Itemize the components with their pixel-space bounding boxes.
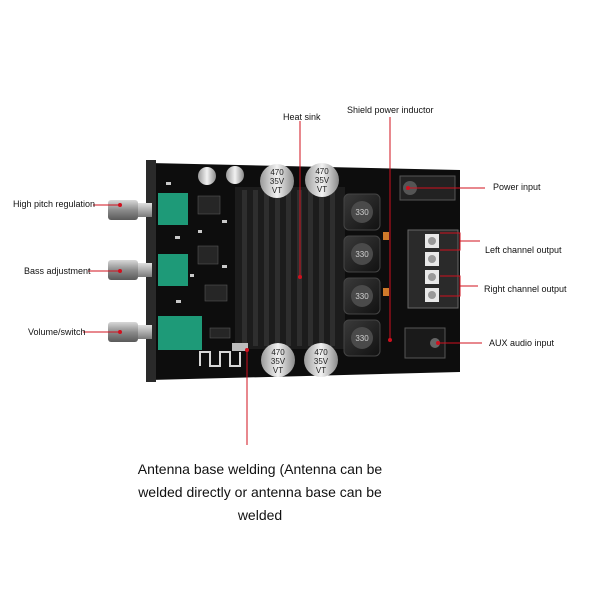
terminal-block xyxy=(407,229,459,309)
label-high-pitch-regulation: High pitch regulation xyxy=(13,199,96,209)
ic-chips xyxy=(197,195,231,339)
channel-brackets xyxy=(440,232,461,297)
capacitor-top-right xyxy=(305,163,339,197)
inductor-2-marking: 330 xyxy=(355,250,369,259)
capacitor-bottom-right xyxy=(304,343,338,377)
heat-sink xyxy=(235,187,345,349)
smd-parts xyxy=(166,182,227,303)
antenna-caption: Antenna base welding (Antenna can be wel… xyxy=(137,461,383,523)
label-left-channel-output: Left channel output xyxy=(485,245,562,255)
cap-br-line1: 470 xyxy=(314,348,328,357)
cap-tl-line2: 35V xyxy=(270,177,285,186)
cap-br-line3: VT xyxy=(316,366,326,375)
knob-bass xyxy=(108,260,152,280)
small-capacitors xyxy=(198,166,244,185)
callout-lines xyxy=(83,117,485,445)
cap-tr-line1: 470 xyxy=(315,167,329,176)
label-heat-sink: Heat sink xyxy=(283,112,321,122)
pot-bass xyxy=(158,254,188,286)
antenna-base xyxy=(232,343,248,351)
pot-volume xyxy=(158,316,202,350)
cap-bl-line1: 470 xyxy=(271,348,285,357)
pot-high-pitch xyxy=(158,193,188,225)
inductor-1-marking: 330 xyxy=(355,208,369,217)
cap-tr-line3: VT xyxy=(317,185,327,194)
capacitor-top-left xyxy=(260,164,294,198)
label-bass-adjustment: Bass adjustment xyxy=(24,266,91,276)
label-shield-power-inductor: Shield power inductor xyxy=(347,105,434,115)
knob-volume xyxy=(108,322,152,342)
shield-inductors xyxy=(343,193,381,357)
callout-dots xyxy=(118,186,440,352)
cap-tl-line1: 470 xyxy=(270,168,284,177)
cap-tr-line2: 35V xyxy=(315,176,330,185)
capacitor-bottom-left xyxy=(261,343,295,377)
cap-br-line2: 35V xyxy=(314,357,329,366)
label-power-input: Power input xyxy=(493,182,541,192)
label-volume-switch: Volume/switch xyxy=(28,327,86,337)
inductor-3-marking: 330 xyxy=(355,292,369,301)
antenna-trace xyxy=(199,351,241,367)
cap-bl-line3: VT xyxy=(273,366,283,375)
label-aux-audio-input: AUX audio input xyxy=(489,338,555,348)
inductor-side-parts xyxy=(383,232,389,296)
cap-bl-line2: 35V xyxy=(271,357,286,366)
cap-tl-line3: VT xyxy=(272,186,282,195)
inductor-4-marking: 330 xyxy=(355,334,369,343)
knob-high-pitch xyxy=(108,200,152,220)
label-right-channel-output: Right channel output xyxy=(484,284,567,294)
